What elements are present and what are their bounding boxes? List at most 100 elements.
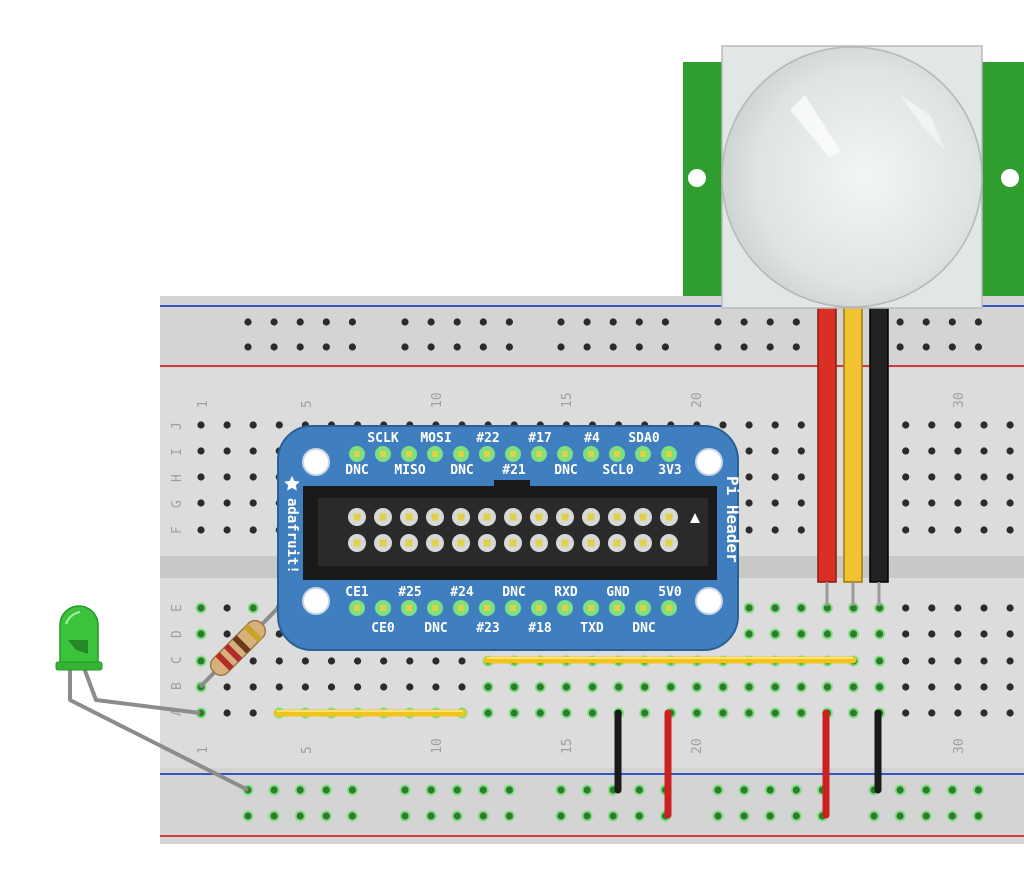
hole-top-c28-r4 (902, 526, 910, 534)
label-gpio4: #4 (584, 431, 600, 446)
header-pad-pin (510, 605, 516, 611)
connector-pin (405, 513, 413, 521)
led-body[interactable] (59, 605, 99, 669)
hole-bottom-c18-r3 (641, 683, 649, 691)
hole-rail-top-a-g0-4 (348, 318, 356, 326)
label-txd: TXD (580, 621, 604, 636)
row-letter-f: F (170, 526, 185, 534)
resistor-band-4 (243, 623, 263, 643)
hole-bottom-c29-r1 (928, 630, 936, 638)
connector-pin (613, 513, 621, 521)
hole-bottom-c28-r3 (902, 683, 910, 691)
pi-header-mount-hole-tl (302, 448, 330, 476)
hole-bottom-c23-r1 (771, 630, 779, 638)
yellow-jumpers (273, 656, 857, 717)
pir-wire-black[interactable] (869, 305, 889, 583)
pi-header-pads-top (349, 446, 677, 462)
hole-rail-top-b-g0-2 (296, 343, 304, 351)
pi-header-connector-pins (348, 508, 678, 552)
hole-rail-bottom-a-g4-3 (948, 786, 956, 794)
hole-rail-bottom-a-g0-4 (348, 786, 356, 794)
hole-top-c23-r2 (771, 473, 779, 481)
header-pad-pin (432, 451, 438, 457)
connector-pin (457, 513, 465, 521)
hole-top-c1-r2 (197, 473, 205, 481)
col-number-10-bottom: 10 (430, 738, 445, 754)
resistor-body[interactable] (207, 617, 269, 679)
hole-bottom-c23-r3 (771, 683, 779, 691)
hole-bottom-c32-r0 (1006, 604, 1014, 612)
hole-rail-bottom-b-g4-4 (974, 812, 983, 820)
col-number-30-top: 30 (952, 392, 967, 408)
col-number-5-bottom: 5 (300, 746, 315, 754)
hole-bottom-c29-r4 (928, 709, 936, 717)
hole-bottom-c13-r3 (510, 683, 518, 691)
hole-bottom-c23-r4 (771, 709, 779, 717)
connector-pin (379, 539, 387, 547)
hole-rail-top-a-g2-1 (583, 318, 591, 326)
label-3v3: 3V3 (658, 463, 681, 478)
hole-bottom-c32-r4 (1006, 709, 1014, 717)
hole-rail-bottom-b-g1-3 (479, 812, 487, 820)
hole-rail-bottom-b-g4-2 (922, 812, 930, 820)
resistor-band-1 (215, 652, 234, 671)
header-pad-pin (406, 605, 412, 611)
hole-rail-top-a-g4-4 (974, 318, 983, 326)
pir-wire-yellow[interactable] (843, 305, 863, 583)
hole-rail-bottom-b-g0-3 (322, 812, 330, 820)
hole-top-c23-r0 (771, 421, 779, 429)
hole-bottom-c30-r4 (954, 709, 962, 717)
hole-rail-top-b-g3-2 (766, 343, 774, 351)
hole-top-c21-r0 (719, 421, 727, 429)
hole-rail-top-b-g2-4 (661, 343, 670, 351)
hole-top-c3-r4 (249, 526, 257, 534)
hole-bottom-c11-r2 (458, 657, 466, 665)
hole-top-c31-r2 (980, 473, 988, 481)
adafruit-brand: adafruit! (284, 498, 300, 574)
connector-pin (639, 513, 647, 521)
hole-top-c1-r1 (197, 447, 205, 455)
hole-top-c22-r4 (745, 526, 753, 534)
hole-rail-top-a-g0-3 (322, 318, 330, 326)
hole-rail-top-b-g0-4 (348, 343, 356, 351)
hole-rail-top-b-g2-3 (635, 343, 643, 351)
hole-rail-bottom-a-g2-1 (583, 786, 591, 794)
hole-top-c24-r3 (797, 499, 805, 507)
hole-top-c2-r2 (223, 473, 231, 481)
adafruit-logo-icon (284, 476, 300, 491)
hole-rail-top-a-g0-0 (244, 318, 252, 326)
header-pad-pin (484, 451, 490, 457)
hole-bottom-c31-r0 (980, 604, 988, 612)
led-leg-cathode (68, 668, 249, 792)
hole-rail-top-b-g1-0 (401, 343, 409, 351)
label-gnd: GND (606, 585, 630, 600)
hole-rail-top-b-g3-1 (740, 343, 748, 351)
hole-bottom-c26-r1 (849, 630, 858, 638)
hole-bottom-c31-r2 (980, 657, 988, 665)
hole-rail-bottom-b-g3-1 (740, 812, 748, 820)
hole-rail-bottom-b-g3-2 (766, 812, 774, 820)
pir-wire-red[interactable] (817, 305, 837, 583)
hole-top-c22-r2 (745, 473, 753, 481)
column-numbers-bottom: 1 5 10 15 20 30 (196, 738, 967, 754)
hole-bottom-c3-r0 (249, 604, 257, 612)
hole-rail-top-a-g4-2 (922, 318, 930, 326)
hole-bottom-c22-r1 (745, 630, 753, 638)
hole-bottom-c3-r4 (249, 709, 257, 717)
connector-pin (483, 539, 491, 547)
hole-bottom-c13-r4 (510, 709, 518, 717)
header-pad-pin (640, 451, 646, 457)
hole-top-c32-r4 (1006, 526, 1014, 534)
hole-bottom-c15-r3 (562, 683, 571, 691)
col-number-15-top: 15 (560, 392, 575, 408)
pir-dome-highlight-2 (900, 95, 945, 150)
hole-top-c1-r4 (197, 526, 205, 534)
hole-bottom-c29-r3 (928, 683, 936, 691)
hole-rail-bottom-b-g0-4 (348, 812, 356, 820)
hole-bottom-c30-r3 (954, 683, 962, 691)
hole-top-c28-r3 (902, 499, 910, 507)
rail-jumpers (614, 709, 882, 819)
hole-top-c24-r2 (797, 473, 805, 481)
hole-bottom-c26-r4 (849, 709, 858, 717)
connector-pin (457, 539, 465, 547)
